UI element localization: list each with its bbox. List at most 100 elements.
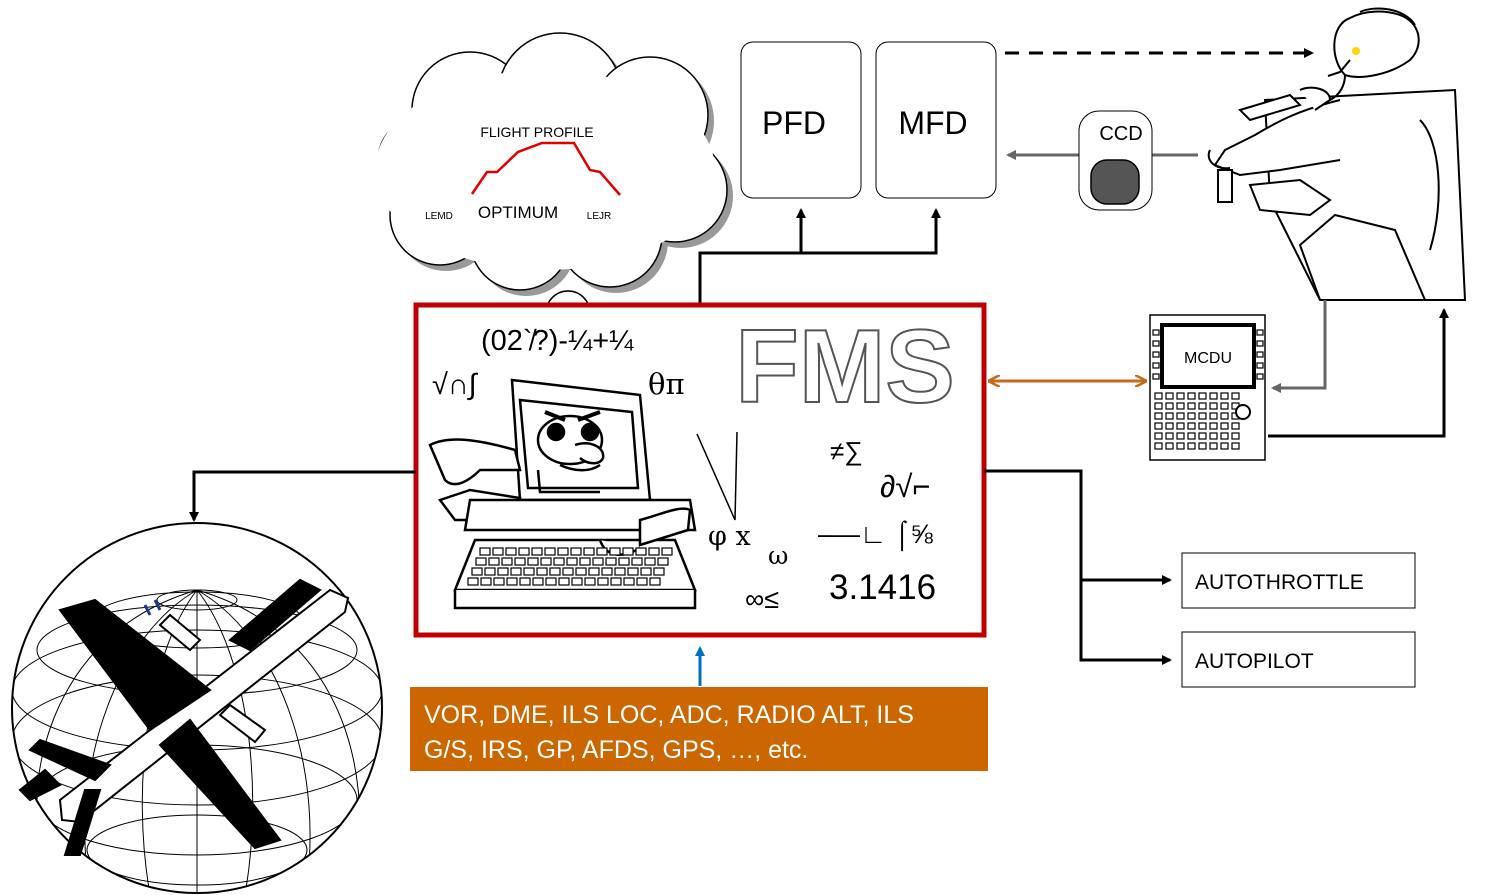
mcdu-key <box>1154 442 1163 450</box>
autothrottle-label: AUTOTHROTTLE <box>1195 571 1364 594</box>
cloud-origin: LEMD <box>425 211 453 222</box>
keyboard-key <box>510 567 522 576</box>
mcdu-key <box>1231 422 1240 430</box>
keyboard-key <box>601 567 613 576</box>
fms-sym-omega: ω <box>768 541 788 570</box>
fms-title: FMS <box>735 309 955 425</box>
mcdu-key <box>1187 432 1196 440</box>
mcdu-line-select-key <box>1152 373 1160 380</box>
mcdu-device: MCDU <box>1149 314 1266 461</box>
mcdu-key <box>1198 412 1207 420</box>
mcdu-key <box>1209 442 1218 450</box>
keyboard-key <box>484 567 496 576</box>
keyboard-key <box>583 547 595 556</box>
keyboard-key <box>579 557 591 566</box>
mcdu-key <box>1220 422 1229 430</box>
keyboard-key <box>514 557 526 566</box>
mcdu-key <box>1154 432 1163 440</box>
sensor-inputs-line1: VOR, DME, ILS LOC, ADC, RADIO ALT, ILS <box>424 701 914 729</box>
fms-math-line2b: θπ <box>648 367 685 401</box>
keyboard-key <box>627 567 639 576</box>
keyboard-key <box>531 547 543 556</box>
mcdu-key <box>1209 412 1218 420</box>
keyboard-key <box>631 557 643 566</box>
mcdu-line-select-key <box>1256 373 1264 380</box>
autothrottle-box: AUTOTHROTTLE <box>1181 552 1416 609</box>
mcdu-key <box>1176 442 1185 450</box>
keyboard-key <box>545 577 557 586</box>
mcdu-line-select-key <box>1256 340 1264 347</box>
autopilot-box: AUTOPILOT <box>1181 631 1416 688</box>
mcdu-line-select-key <box>1256 362 1264 369</box>
keyboard-key <box>479 547 491 556</box>
keyboard-key <box>492 547 504 556</box>
mcdu-key <box>1198 422 1207 430</box>
mcdu-key <box>1165 442 1174 450</box>
mcdu-key <box>1187 392 1196 400</box>
keyboard-key <box>506 577 518 586</box>
keyboard-key <box>614 567 626 576</box>
fms-pi-value: 3.1416 <box>829 568 936 607</box>
mcdu-key <box>1154 392 1163 400</box>
sensor-inputs-line2: G/S, IRS, GP, AFDS, GPS, …, etc. <box>424 736 808 764</box>
keyboard-key <box>549 567 561 576</box>
keyboard-key <box>471 567 483 576</box>
keyboard-key <box>622 547 634 556</box>
keyboard-key <box>597 577 609 586</box>
keyboard-key <box>540 557 552 566</box>
mcdu-line-select-key <box>1152 351 1160 358</box>
keyboard-key <box>588 567 600 576</box>
pilot-illustration <box>1207 7 1467 301</box>
mcdu-key <box>1198 402 1207 410</box>
keyboard-key <box>618 557 630 566</box>
airplane-illustration <box>18 578 350 856</box>
sensor-inputs-box: VOR, DME, ILS LOC, ADC, RADIO ALT, ILS G… <box>410 687 988 771</box>
thought-cloud: FLIGHT PROFILE OPTIMUM LEMD LEJR <box>375 32 733 361</box>
keyboard-key <box>609 547 621 556</box>
keyboard-key <box>505 547 517 556</box>
keyboard-key <box>557 547 569 556</box>
keyboard-key <box>519 577 531 586</box>
mcdu-key <box>1165 392 1174 400</box>
mcdu-line-select-key <box>1152 340 1160 347</box>
mcdu-key <box>1220 402 1229 410</box>
ccd-label: CCD <box>1099 123 1142 145</box>
fms-math-line1: (02`̸?)-¼+¼ <box>481 325 634 357</box>
fms-to-outputs-connector <box>984 469 1172 665</box>
fms-to-globe-connector <box>189 470 416 522</box>
autopilot-label: AUTOPILOT <box>1195 650 1314 673</box>
keyboard-key <box>544 547 556 556</box>
mcdu-key <box>1176 422 1185 430</box>
mcdu-key <box>1209 422 1218 430</box>
fms-box: FMS (02`̸?)-¼+¼ √∩∫ θπ ≠∑ ∂√⌐ <box>413 302 987 638</box>
keyboard-key <box>605 557 617 566</box>
mfd-label: MFD <box>898 105 967 141</box>
mcdu-to-pilot-link <box>1268 308 1449 438</box>
computer-keyboard <box>467 547 673 586</box>
ccd-device: CCD <box>1006 110 1198 211</box>
mfd-display: MFD <box>875 41 997 199</box>
keyboard-key <box>575 567 587 576</box>
mcdu-keypad <box>1154 392 1240 450</box>
fms-sym-dash: –—∟ ⌠⅝ <box>818 519 933 552</box>
keyboard-key <box>475 557 487 566</box>
mcdu-key <box>1165 402 1174 410</box>
pfd-display: PFD <box>740 41 862 199</box>
fms-sym-phi: φ x <box>708 521 751 552</box>
mcdu-key <box>1220 412 1229 420</box>
keyboard-key <box>553 557 565 566</box>
mcdu-key <box>1220 392 1229 400</box>
flight-profile-line <box>470 141 621 196</box>
keyboard-key <box>592 557 604 566</box>
keyboard-key <box>532 577 544 586</box>
cloud-destination: LEJR <box>587 211 611 222</box>
fms-to-displays-connector <box>698 208 941 303</box>
keyboard-key <box>653 567 665 576</box>
keyboard-key <box>497 567 509 576</box>
mcdu-key <box>1231 442 1240 450</box>
cloud-title: FLIGHT PROFILE <box>480 124 593 140</box>
keyboard-key <box>570 547 582 556</box>
computer-character-illustration <box>428 378 697 610</box>
mcdu-key <box>1165 422 1174 430</box>
